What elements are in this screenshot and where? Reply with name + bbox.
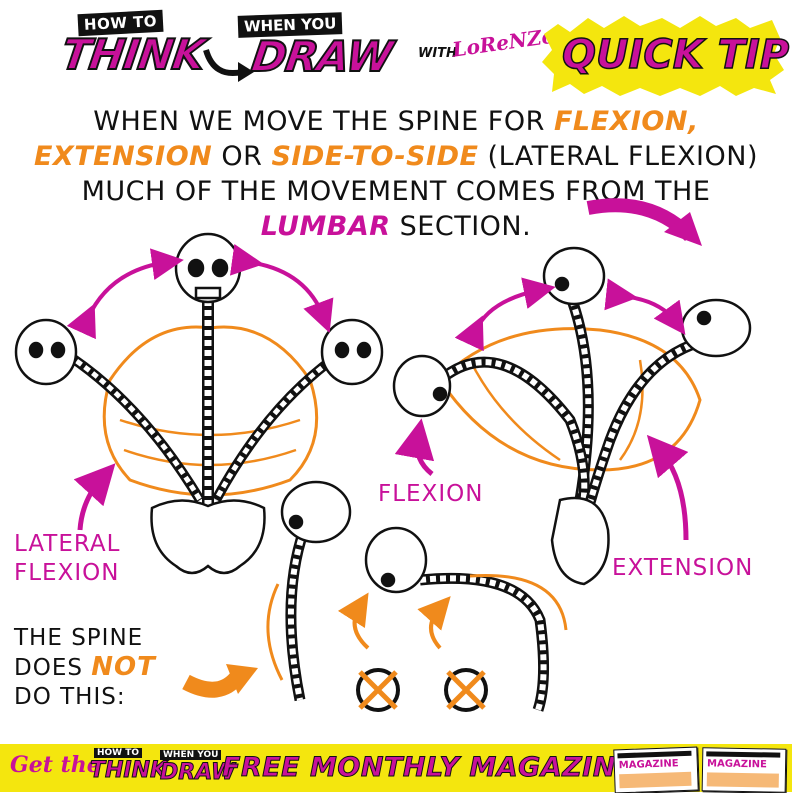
spine-note-line-1: THE SPINE <box>14 625 144 651</box>
quick-tip-title: QUICK TIP <box>561 31 790 79</box>
flexion-skull-left <box>392 354 452 418</box>
lateral-flexion-label: LATERAL FLEXION <box>14 530 120 588</box>
logo-curved-arrow-icon <box>203 49 254 82</box>
intro-paragraph: WHEN WE MOVE THE SPINE FOR FLEXION, EXTE… <box>20 104 772 244</box>
pelvis <box>150 499 266 575</box>
magazine-cover-2[interactable]: MAGAZINE <box>701 747 787 793</box>
crossed-circle-left-icon <box>356 668 400 712</box>
flexion-label: FLEXION <box>378 481 484 507</box>
extension-pointer-arrow-icon <box>646 434 689 541</box>
magazine-cover-2-title: MAGAZINE <box>707 758 768 771</box>
paragraph-text-4: SECTION. <box>390 211 532 242</box>
paragraph-text-1: WHEN WE MOVE THE SPINE FOR <box>93 106 554 137</box>
paragraph-text-3: (LATERAL FLEXION) MUCH OF THE MOVEMENT C… <box>81 141 758 207</box>
banner-logo-how-to: HOW TO <box>94 748 143 758</box>
wrong-curl-arrow-right-icon <box>417 596 451 650</box>
extension-label: EXTENSION <box>612 555 754 581</box>
flexion-arrow-top-icon <box>454 277 556 352</box>
lateral-skull-right <box>320 318 384 386</box>
lateral-line-2: FLEXION <box>14 560 120 586</box>
lumbar-highlight: LUMBAR <box>260 211 391 242</box>
extension-arrow-top-icon <box>604 278 686 335</box>
spine-note-line-3: DO THIS: <box>14 684 126 710</box>
extension-skull-right <box>680 298 752 358</box>
wrong-bend-outline-left <box>266 583 284 681</box>
banner-logo-when-you: WHEN YOU <box>160 750 222 760</box>
lateral-skull-top <box>174 232 242 304</box>
lateral-line-1: LATERAL <box>14 531 121 557</box>
spine-note-not: NOT <box>91 652 156 682</box>
spine-note-does: DOES <box>14 655 92 681</box>
flexion-highlight: FLEXION, <box>553 106 699 137</box>
wrong-bend-outline-right <box>469 573 568 631</box>
logo-with: WITH <box>418 46 457 61</box>
side-pelvis <box>550 496 610 586</box>
spine-note-arrow-icon <box>182 664 258 698</box>
lateral-pointer-arrow-icon <box>73 463 116 531</box>
extension-highlight: EXTENSION <box>33 141 213 172</box>
banner-offer-link[interactable]: FREE MONTHLY MAGAZINE <box>222 752 635 784</box>
crossed-circle-right-icon <box>444 668 488 712</box>
lateral-flexion-figure <box>14 232 384 575</box>
flexion-skull-top <box>542 246 606 306</box>
flexion-extension-figure <box>392 246 752 586</box>
lumbar-pointer-arrow-icon <box>586 198 702 246</box>
spine-illustrations <box>14 198 752 712</box>
banner-logo-think: THINK <box>89 758 168 784</box>
wrong-curl-arrow-left-icon <box>337 592 370 650</box>
wrong-spine-figures <box>280 480 550 712</box>
flexion-pointer-arrow-icon <box>394 418 435 476</box>
lateral-arrow-right-icon <box>229 243 334 333</box>
lateral-arrow-left-icon <box>66 248 184 340</box>
magazine-cover-1[interactable]: MAGAZINE <box>613 746 699 793</box>
paragraph-text-2: OR <box>212 141 272 172</box>
wrong-skull-bent <box>364 526 428 594</box>
banner-logo-draw: DRAW <box>159 760 236 786</box>
side-to-side-highlight: SIDE-TO-SIDE <box>271 141 479 172</box>
magazine-cover-1-title: MAGAZINE <box>618 758 679 772</box>
lateral-skull-left <box>14 318 78 386</box>
quick-tip-burst <box>542 16 784 96</box>
spine-note: THE SPINE DOES NOT DO THIS: <box>14 624 156 712</box>
banner-get-the: Get the <box>10 752 101 778</box>
wrong-skull-upright <box>280 480 352 544</box>
